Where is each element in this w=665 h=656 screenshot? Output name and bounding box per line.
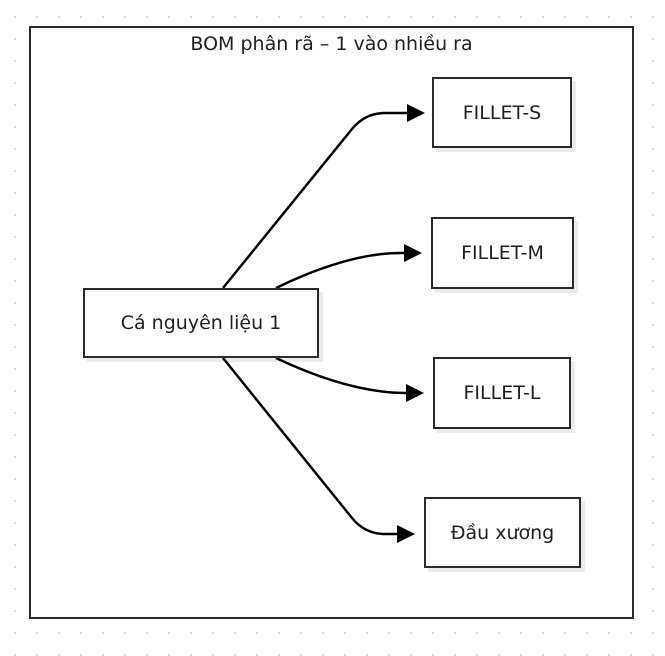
node-fillet-s-label: FILLET-S bbox=[462, 101, 542, 124]
arrowhead-fillet-l bbox=[406, 384, 424, 402]
arrowhead-fillet-m bbox=[404, 244, 422, 262]
node-source-label: Cá nguyên liệu 1 bbox=[120, 312, 282, 334]
edge-to-dau-xuong bbox=[222, 357, 398, 536]
node-fillet-l: FILLET-L bbox=[433, 357, 571, 429]
node-fillet-l-label: FILLET-L bbox=[463, 382, 541, 404]
edge-to-fillet-s bbox=[222, 111, 408, 289]
node-fillet-s: FILLET-S bbox=[432, 77, 572, 148]
node-fillet-m-label: FILLET-M bbox=[461, 242, 544, 264]
node-dau-xuong-label: Đầu xương bbox=[450, 521, 555, 544]
arrowhead-dau-xuong bbox=[397, 525, 415, 543]
node-fillet-m: FILLET-M bbox=[431, 217, 574, 289]
edge-to-fillet-l bbox=[275, 356, 407, 395]
node-source: Cá nguyên liệu 1 bbox=[83, 288, 319, 358]
diagram-title: BOM phân rã – 1 vào nhiều ra bbox=[190, 33, 473, 55]
arrowhead-fillet-s bbox=[407, 104, 425, 122]
edge-to-fillet-m bbox=[275, 251, 405, 290]
node-dau-xuong: Đầu xương bbox=[424, 497, 581, 568]
